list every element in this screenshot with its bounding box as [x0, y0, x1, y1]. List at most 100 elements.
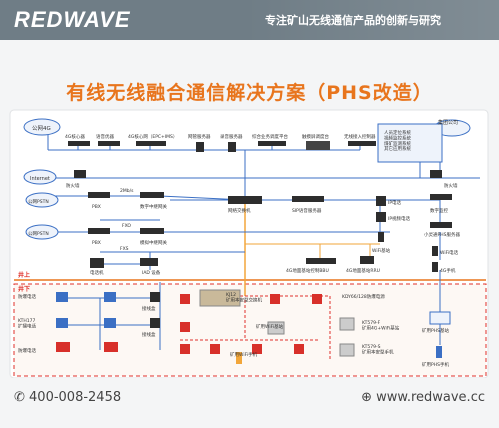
kdy-device — [312, 294, 322, 304]
footer-website[interactable]: ⊕ www.redwave.cc — [361, 390, 485, 405]
label-core-4g: 4G核心器 — [65, 133, 85, 140]
label-iad: IAD 设备 — [142, 269, 161, 276]
label-kdy: KDY66/128防爆电源 — [342, 293, 385, 300]
label-console: 触摸屏调度台 — [302, 133, 329, 140]
label-phone: 电话机 — [90, 269, 104, 276]
bbu-device — [306, 258, 336, 264]
footer — [0, 378, 499, 428]
wireless-ctrl-device — [348, 141, 376, 146]
label-pbx-server: 网管服务器 — [188, 133, 211, 140]
mine-device-g — [294, 344, 304, 354]
firewall-left-device — [74, 170, 86, 178]
pbx-server-device — [196, 142, 204, 152]
systems-box — [377, 123, 443, 163]
mine-device-b — [270, 294, 280, 304]
label-mine-wifi-phone: 矿用WiFi手机 — [230, 351, 258, 358]
epc-device — [136, 141, 166, 146]
label-sip-server: SIP语音服务器 — [292, 207, 322, 214]
label-firewall-l: 防火墙 — [66, 182, 80, 189]
header-slogan: 专注矿山无线通信产品的创新与研究 — [265, 14, 441, 27]
label-small-phs: 小灵通PHS服务器 — [424, 231, 460, 238]
label-rate-2m: 2Mb/s — [120, 188, 134, 194]
cloud-4g-icon — [23, 118, 61, 136]
pbx2-device — [88, 228, 110, 234]
phone-4g-device — [432, 262, 438, 272]
label-digital-monitor: 数字监控 — [430, 207, 448, 214]
label-junction2: 接线盒 — [142, 331, 156, 338]
console-device — [306, 141, 330, 150]
underground-zone — [13, 283, 487, 377]
explosion-phone2b-device — [104, 342, 118, 352]
label-voice-gw: 语音优器 — [96, 133, 114, 140]
analog-relay-device — [140, 228, 164, 234]
mine-wifi-ap-device — [267, 321, 285, 335]
footer-phone: ✆ 400-008-2458 — [14, 390, 122, 405]
sip-server-device — [292, 196, 324, 202]
label-ip-phone: IP电话 — [388, 199, 402, 206]
label-net-switch: 网络交换机 — [228, 207, 251, 214]
mine-device-e — [210, 344, 220, 354]
mine-phs-ap-device — [429, 311, 451, 325]
label-core-epc: 4G核心网（EPC+IMS） — [128, 133, 177, 140]
phone-device — [90, 258, 104, 268]
iad-device — [140, 258, 158, 266]
mine-device-f — [252, 344, 262, 354]
mine-phs-phone-device — [436, 346, 442, 358]
label-group: 集团公司 — [438, 119, 458, 126]
ip-video-phone-device — [376, 212, 386, 222]
core-4g-device — [68, 141, 90, 146]
cloud-internet-icon — [23, 169, 57, 185]
label-ip-video-phone: IP视频电话 — [388, 215, 411, 222]
record-server-device — [228, 142, 236, 152]
junction1-device — [150, 292, 160, 302]
label-firewall-r: 防火墙 — [444, 182, 458, 189]
footer-phone-number: 400-008-2458 — [29, 390, 122, 405]
label-wifi-ap: WiFi基站 — [372, 247, 391, 254]
mine-device-a — [180, 294, 190, 304]
label-record-server: 录音服务器 — [220, 133, 243, 140]
firewall-right-device — [430, 170, 442, 178]
label-digital-relay: 数字中继网关 — [140, 203, 167, 210]
label-pbx2: PBX — [92, 240, 101, 246]
label-mine-phs-phone: 矿用PHS手机 — [422, 361, 449, 368]
mine-device-d — [180, 344, 190, 354]
logo: REDWAVE — [14, 7, 131, 32]
wifi-ap-device — [378, 232, 384, 242]
label-pstn2: 公网PSTN — [28, 231, 49, 237]
header-highlight — [244, 0, 499, 40]
footer-website-text[interactable]: www.redwave.cc — [376, 390, 485, 405]
label-wireless-ctrl: 无线接入控制器 — [344, 133, 376, 140]
kj12-device — [199, 289, 241, 307]
label-wifi-phone: WiFi电话 — [440, 249, 459, 256]
mine-device-c — [180, 322, 190, 332]
label-fxo: FXO — [122, 223, 131, 229]
digital-monitor-device — [430, 194, 452, 200]
label-sys-list: 人员定位系统视频监控系统煤矿监测系统其它应用系统 — [384, 129, 411, 152]
kth177-device — [56, 318, 68, 328]
label-internet: Internet — [30, 176, 50, 182]
kt579f-device — [339, 317, 355, 331]
kt579s-device — [339, 343, 355, 357]
label-ground: 井上 — [18, 271, 30, 279]
label-pbx1: PBX — [92, 204, 101, 210]
label-bbu: 4G地面基站控制BBU — [286, 267, 329, 274]
explosion-phone1-device — [56, 292, 68, 302]
small-phs-device — [430, 222, 452, 228]
page-title: 有线无线融合通信解决方案（PHS改造） — [66, 82, 433, 104]
label-pstn1: 公网PSTN — [28, 199, 49, 205]
label-analog-relay: 模拟中继网关 — [140, 239, 167, 246]
label-dispatch: 综合业务调度平台 — [252, 133, 288, 140]
label-junction1: 接线盒 — [142, 305, 156, 312]
label-mine-wifi-ap: 矿用WiFi基站 — [256, 323, 284, 330]
pbx1-device — [88, 192, 110, 198]
kth177b-device — [104, 318, 116, 328]
cloud-pstn2-icon — [25, 224, 59, 240]
network-switch-device — [228, 196, 262, 204]
label-rru: 4G地面基站RRU — [346, 267, 380, 274]
explosion-phone2-device — [56, 342, 70, 352]
